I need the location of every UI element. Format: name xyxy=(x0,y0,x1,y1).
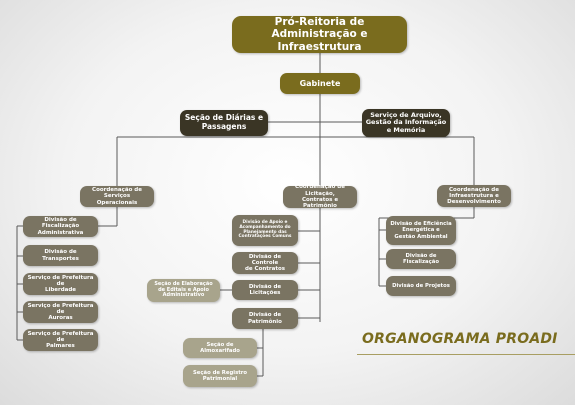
unit-prefeitura-liberdade: Serviço de Prefeitura de Liberdade xyxy=(23,273,98,295)
unit-transportes: Divisão de Transportes xyxy=(23,245,98,266)
coord-infraestrutura-box: Coordenação de Infraestrutura e Desenvol… xyxy=(437,185,511,207)
unit-patrimonio: Divisão de Patrimônio xyxy=(232,308,298,329)
unit-prefeitura-auroras: Serviço de Prefeitura de Auroras xyxy=(23,301,98,323)
unit-fiscalizacao-administrativa: Divisão de Fiscalização Administrativa xyxy=(23,216,98,237)
unit-eficiencia-energetica: Divisão de Eficiência Energética e Gestã… xyxy=(386,216,456,245)
coord-servicos-operacionais-box: Coordenação de Serviços Operacionais xyxy=(80,186,154,207)
pro-reitoria-box: Pró-Reitoria de Administração e Infraest… xyxy=(232,16,407,53)
secao-registro-patrimonial: Seção de Registro Patrimonial xyxy=(183,365,257,387)
unit-controle-contratos: Divisão de Controle de Contratos xyxy=(232,252,298,274)
title-underline xyxy=(357,354,575,355)
gabinete-box: Gabinete xyxy=(280,73,360,94)
servico-arquivo-box: Serviço de Arquivo, Gestão da Informação… xyxy=(362,109,450,137)
unit-apoio-planejamento: Divisão de Apoio e Acompanhamento do Pla… xyxy=(232,215,298,246)
unit-prefeitura-palmares: Serviço de Prefeitura de Palmares xyxy=(23,329,98,351)
secao-almoxarifado: Seção de Almoxarifado xyxy=(183,338,257,358)
unit-fiscalizacao: Divisão de Fiscalização xyxy=(386,249,456,269)
organograma-title: ORGANOGRAMA PROADI xyxy=(362,331,558,347)
secao-diarias-box: Seção de Diárias e Passagens xyxy=(180,110,268,136)
secao-elaboracao-editais: Seção de Elaboração de Editais e Apoio A… xyxy=(147,279,220,302)
coord-licitacao-box: Coordenação de Licitação, Contratos e Pa… xyxy=(283,184,357,209)
unit-projetos: Divisão de Projetos xyxy=(386,276,456,296)
unit-licitacoes: Divisão de Licitações xyxy=(232,280,298,300)
